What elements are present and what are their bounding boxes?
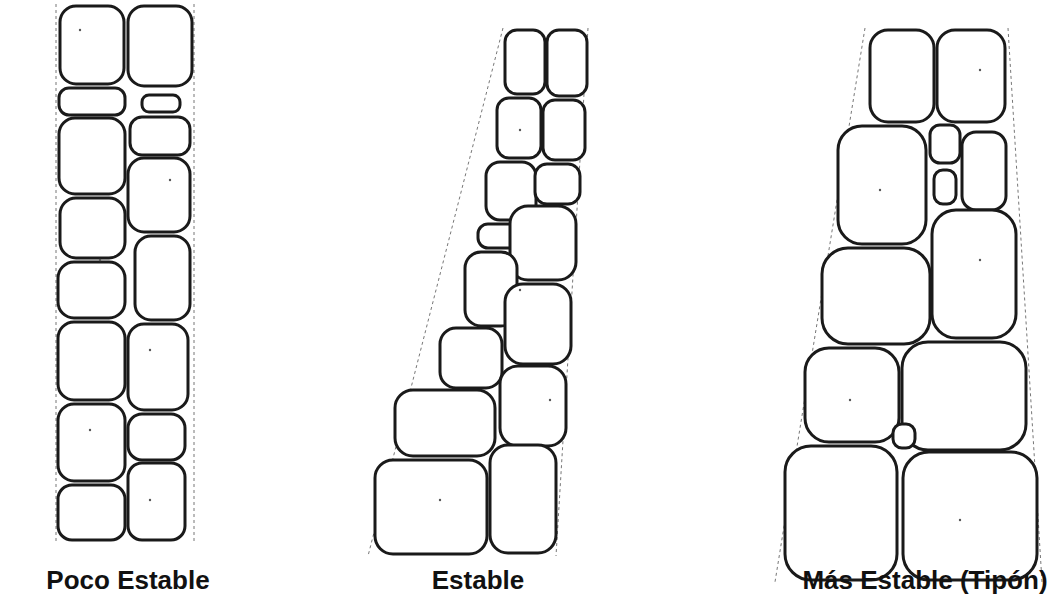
wall-outline [56,4,1042,582]
stones-poco-estable [58,6,192,540]
stones-mas-estable [785,30,1037,580]
caption-label: Más Estable (Tipón) [802,566,1047,595]
caption-label: Estable [432,566,525,595]
caption-label: Poco Estable [46,566,209,595]
stone-specks [79,29,981,521]
stones-estable [375,30,587,554]
